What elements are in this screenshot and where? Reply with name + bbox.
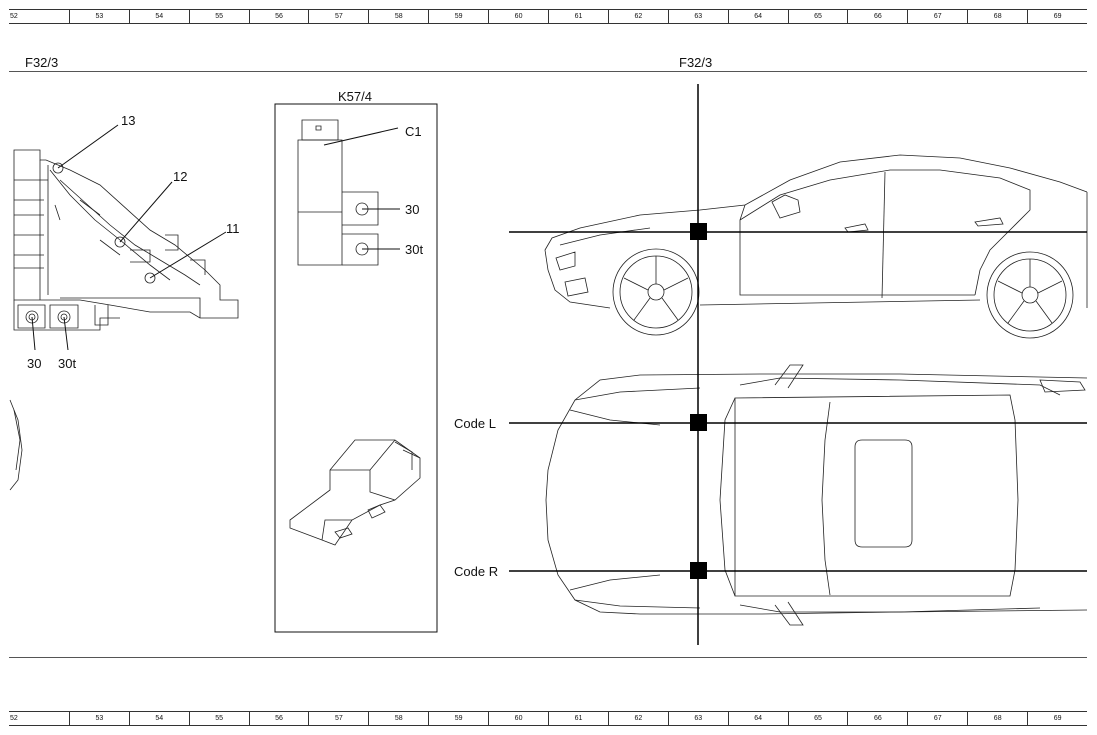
ruler-cell: 62	[607, 712, 668, 725]
ruler-cell: 67	[907, 712, 967, 725]
code-r-label: Code R	[454, 564, 498, 579]
ruler-cell: 62	[607, 10, 668, 23]
ruler-cell: 60	[488, 10, 548, 23]
relay-title: K57/4	[338, 89, 372, 104]
ruler-cell: 53	[68, 10, 129, 23]
ruler-cell: 64	[727, 10, 788, 23]
ruler-cell: 65	[787, 10, 848, 23]
fuse-bracket-drawing	[9, 149, 239, 491]
marker-side-view	[690, 223, 707, 240]
ruler-cell: 66	[847, 712, 907, 725]
ruler-cell: 57	[308, 10, 368, 23]
ruler-cell: 59	[428, 10, 488, 23]
ruler-cell: 57	[308, 712, 368, 725]
code-l-label: Code L	[454, 416, 496, 431]
ruler-cell: 56	[248, 712, 309, 725]
ruler-cell: 63	[667, 10, 728, 23]
ruler-cell: 69	[1027, 10, 1087, 23]
ruler-cell: 58	[368, 712, 428, 725]
relay-callout-c1: C1	[405, 124, 422, 139]
ruler-cell: 52	[10, 13, 18, 20]
vehicle-side-view	[544, 154, 1088, 339]
location-lines	[509, 84, 1087, 645]
ruler-cell: 52	[10, 715, 18, 722]
ruler-cell: 65	[787, 712, 848, 725]
callout-11: 11	[226, 221, 240, 236]
ruler-cell: 56	[248, 10, 309, 23]
ruler-cell: 68	[967, 712, 1027, 725]
right-section-title: F32/3	[679, 55, 713, 70]
relay-frame	[274, 103, 438, 633]
ruler-cell: 55	[188, 10, 249, 23]
ruler-cell: 60	[488, 712, 548, 725]
ruler-cell: 63	[667, 712, 728, 725]
location-markers	[690, 223, 707, 579]
callout-12: 12	[173, 169, 187, 184]
vehicle-top-view	[545, 364, 1088, 626]
marker-code-l	[690, 414, 707, 431]
ruler-cell: 61	[548, 10, 608, 23]
ruler-cell: 54	[128, 712, 189, 725]
footer-divider	[9, 657, 1087, 658]
left-section-title: F32/3	[25, 55, 59, 70]
callout-30t-left: 30t	[58, 356, 76, 371]
ruler-cell: 59	[428, 712, 488, 725]
relay-callout-30: 30	[405, 202, 419, 217]
header-divider	[9, 71, 1087, 72]
ruler-cell: 58	[368, 10, 428, 23]
ruler-cell: 66	[847, 10, 907, 23]
ruler-cell: 55	[188, 712, 249, 725]
callout-13: 13	[121, 113, 135, 128]
ruler-cell: 53	[68, 712, 129, 725]
ruler-cell: 54	[128, 10, 189, 23]
ruler-cell: 69	[1027, 712, 1087, 725]
ruler-cell: 64	[727, 712, 788, 725]
ruler-cell: 67	[907, 10, 967, 23]
ruler-cell: 68	[967, 10, 1027, 23]
callout-30-left: 30	[27, 356, 41, 371]
relay-callout-30t: 30t	[405, 242, 423, 257]
marker-code-r	[690, 562, 707, 579]
relay-drawing	[289, 119, 421, 546]
ruler-cell: 61	[548, 712, 608, 725]
